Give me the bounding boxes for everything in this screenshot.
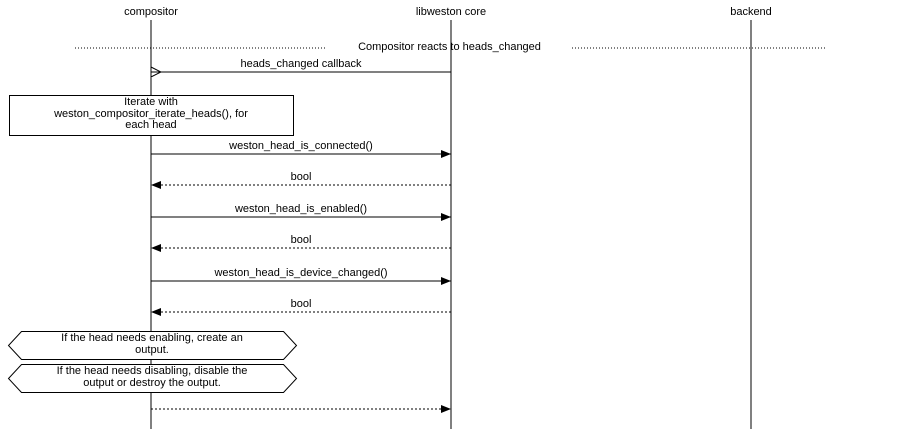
lifelines-group bbox=[150, 20, 752, 429]
message-label-6: bool bbox=[290, 298, 312, 310]
actor-label-compositor: compositor bbox=[124, 6, 178, 18]
message-label-2: bool bbox=[290, 171, 312, 183]
divider-label: Compositor reacts to heads_changed bbox=[358, 41, 541, 53]
message-label-3: weston_head_is_enabled() bbox=[234, 203, 368, 215]
condition-line: output or destroy the output. bbox=[83, 376, 221, 389]
condition-text-1: If the head needs disabling, disable the… bbox=[8, 365, 296, 389]
message-label-5: weston_head_is_device_changed() bbox=[214, 267, 388, 279]
messages-group bbox=[151, 72, 451, 413]
note-line: each head bbox=[125, 119, 177, 131]
note-box-0 bbox=[9, 95, 294, 136]
condition-line: output. bbox=[135, 343, 169, 356]
actor-label-libweston-core: libweston core bbox=[415, 6, 487, 18]
actor-label-backend: backend bbox=[730, 6, 772, 18]
condition-hexagon-1 bbox=[7, 364, 298, 393]
message-label-4: bool bbox=[290, 234, 312, 246]
note-shapes-group bbox=[7, 95, 298, 393]
condition-line: If the head needs disabling, disable the bbox=[56, 365, 248, 377]
message-label-1: weston_head_is_connected() bbox=[229, 140, 373, 152]
condition-line: If the head needs enabling, create an bbox=[61, 332, 243, 344]
message-label-0: heads_changed callback bbox=[240, 58, 362, 70]
note-line: Iterate with bbox=[124, 96, 178, 108]
condition-hexagon-0 bbox=[7, 331, 298, 360]
note-line: weston_compositor_iterate_heads(), for bbox=[54, 107, 248, 120]
